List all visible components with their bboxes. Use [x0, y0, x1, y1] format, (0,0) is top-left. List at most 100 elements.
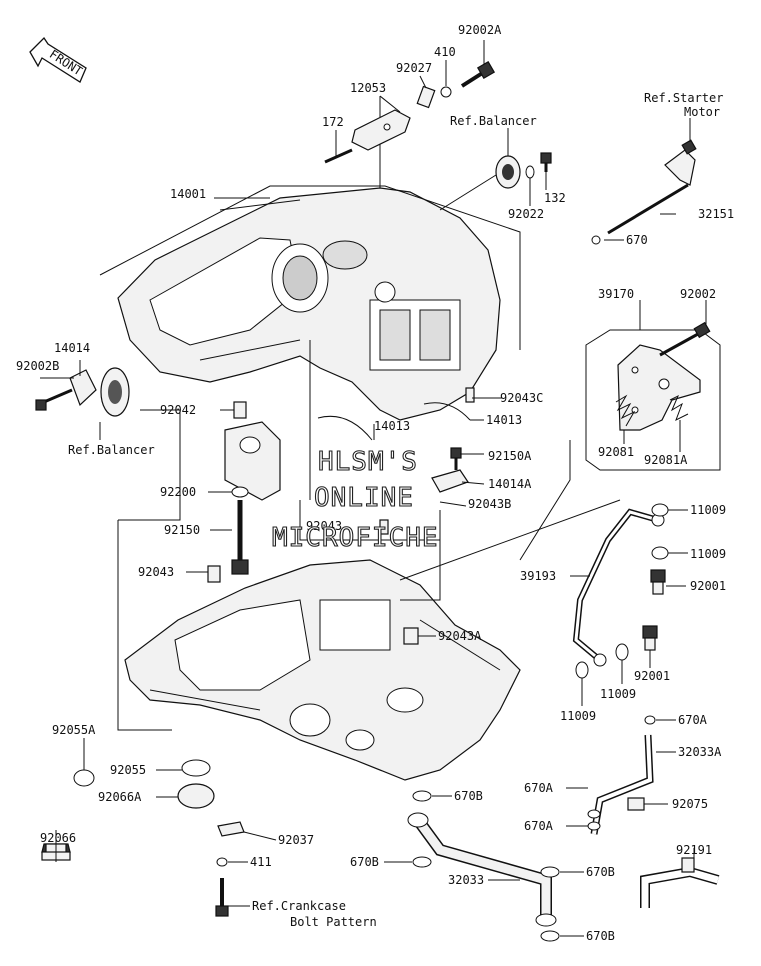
watermark-line-3: MICROFICHE [272, 523, 439, 553]
label-ref-starter-motor: Motor [684, 105, 720, 119]
bearing-shell-14013a [317, 415, 373, 441]
plug-92066A [177, 783, 215, 809]
label-11009a: 11009 [690, 503, 726, 517]
label-670A-b: 670A [524, 819, 554, 833]
label-92002B: 92002B [16, 359, 59, 373]
oring-92055A [73, 769, 95, 787]
cap-14014A [224, 421, 281, 501]
label-92043: 92043 [138, 565, 174, 579]
label-670B-right: 670B [586, 865, 615, 879]
dowel-92043 [207, 565, 221, 583]
label-92027: 92027 [396, 61, 432, 75]
guide-12053 [351, 109, 411, 151]
label-670B-bottom: 670B [586, 929, 615, 943]
label-11009b: 11009 [690, 547, 726, 561]
bearing-14014 [69, 367, 130, 417]
crankcase-bolt [215, 878, 229, 917]
label-92043B: 92043B [468, 497, 511, 511]
label-14001: 14001 [170, 187, 206, 201]
label-92002A: 92002A [458, 23, 502, 37]
label-ref-starter: Ref.Starter [644, 91, 723, 105]
label-32151: 32151 [698, 207, 734, 221]
label-39193: 39193 [520, 569, 556, 583]
banjo-bolt-92001b [642, 625, 658, 651]
pipe-39193 [572, 508, 665, 667]
bolt-92002B [35, 388, 73, 411]
label-39170: 39170 [598, 287, 634, 301]
label-92043-top: 92043 [306, 519, 342, 533]
clamp-92037 [217, 821, 245, 837]
bolt-92150 [231, 500, 249, 575]
oring-92055 [181, 759, 211, 777]
dowel-92043C [465, 387, 475, 403]
washer-411 [216, 857, 228, 867]
label-14013a: 14013 [374, 419, 410, 433]
label-92200: 92200 [160, 485, 196, 499]
bearing-shell-14013b [423, 402, 471, 421]
balancer-gear [439, 155, 521, 211]
washer-92200 [231, 486, 249, 498]
label-ref-crankcase: Ref.Crankcase [252, 899, 346, 913]
spring-92081 [615, 394, 636, 427]
hose-92191 [640, 857, 720, 908]
plate-14014A [431, 469, 469, 493]
label-92022: 92022 [508, 207, 544, 221]
dowel-92043A [403, 627, 419, 645]
oring-670B-left [412, 856, 432, 868]
label-32033: 32033 [448, 873, 484, 887]
label-32033A: 32033A [678, 745, 722, 759]
label-411: 411 [250, 855, 272, 869]
label-12053: 12053 [350, 81, 386, 95]
label-92150: 92150 [164, 523, 200, 537]
pipe-32033 [407, 812, 557, 927]
label-670B-left: 670B [350, 855, 379, 869]
bolt-92002A [460, 60, 496, 88]
label-92066: 92066 [40, 831, 76, 845]
label-11009d: 11009 [560, 709, 596, 723]
washer-410 [440, 86, 452, 98]
label-ref-balancer-top: Ref.Balancer [450, 114, 537, 128]
front-arrow-icon: FRONT [29, 36, 87, 83]
label-11009c: 11009 [600, 687, 636, 701]
label-670: 670 [626, 233, 648, 247]
clamp-92075 [627, 797, 645, 811]
label-670A-top: 670A [678, 713, 708, 727]
label-172: 172 [322, 115, 344, 129]
label-bolt-pattern: Bolt Pattern [290, 915, 377, 929]
dowel-92045 [379, 519, 389, 535]
label-410: 410 [434, 45, 456, 59]
dowel-92042 [233, 401, 247, 419]
spring-92081A [669, 394, 689, 422]
label-92066A: 92066A [98, 790, 142, 804]
label-92150A: 92150A [488, 449, 532, 463]
label-92043A: 92043A [438, 629, 482, 643]
oring-670B-right [540, 866, 560, 878]
watermark: HLSM'S ONLINE MICROFICHE [271, 446, 439, 553]
bolt-92150A [450, 447, 462, 470]
gasket-11009d [575, 661, 589, 679]
label-14013b: 14013 [486, 413, 522, 427]
bolt-92002 [659, 321, 711, 357]
label-670A-a: 670A [524, 781, 554, 795]
label-92075: 92075 [672, 797, 708, 811]
cover-39170 [617, 344, 701, 431]
watermark-line-1: HLSM'S [318, 447, 418, 477]
gasket-11009c [615, 643, 629, 661]
label-92037: 92037 [278, 833, 314, 847]
label-92055A: 92055A [52, 723, 96, 737]
label-92001a: 92001 [690, 579, 726, 593]
label-ref-balancer-left: Ref.Balancer [68, 443, 155, 457]
label-92043C: 92043C [500, 391, 543, 405]
label-92081: 92081 [598, 445, 634, 459]
label-14014A: 14014A [488, 477, 532, 491]
leader-lines [40, 40, 707, 937]
bolt-132 [540, 152, 552, 172]
gasket-11009a [651, 503, 669, 517]
washer-92022 [525, 165, 535, 179]
watermark-line-2: ONLINE [314, 483, 414, 513]
stud-172 [324, 148, 353, 164]
gasket-11009b [651, 546, 669, 560]
hose-32033A [587, 715, 656, 835]
label-92081A: 92081A [644, 453, 688, 467]
